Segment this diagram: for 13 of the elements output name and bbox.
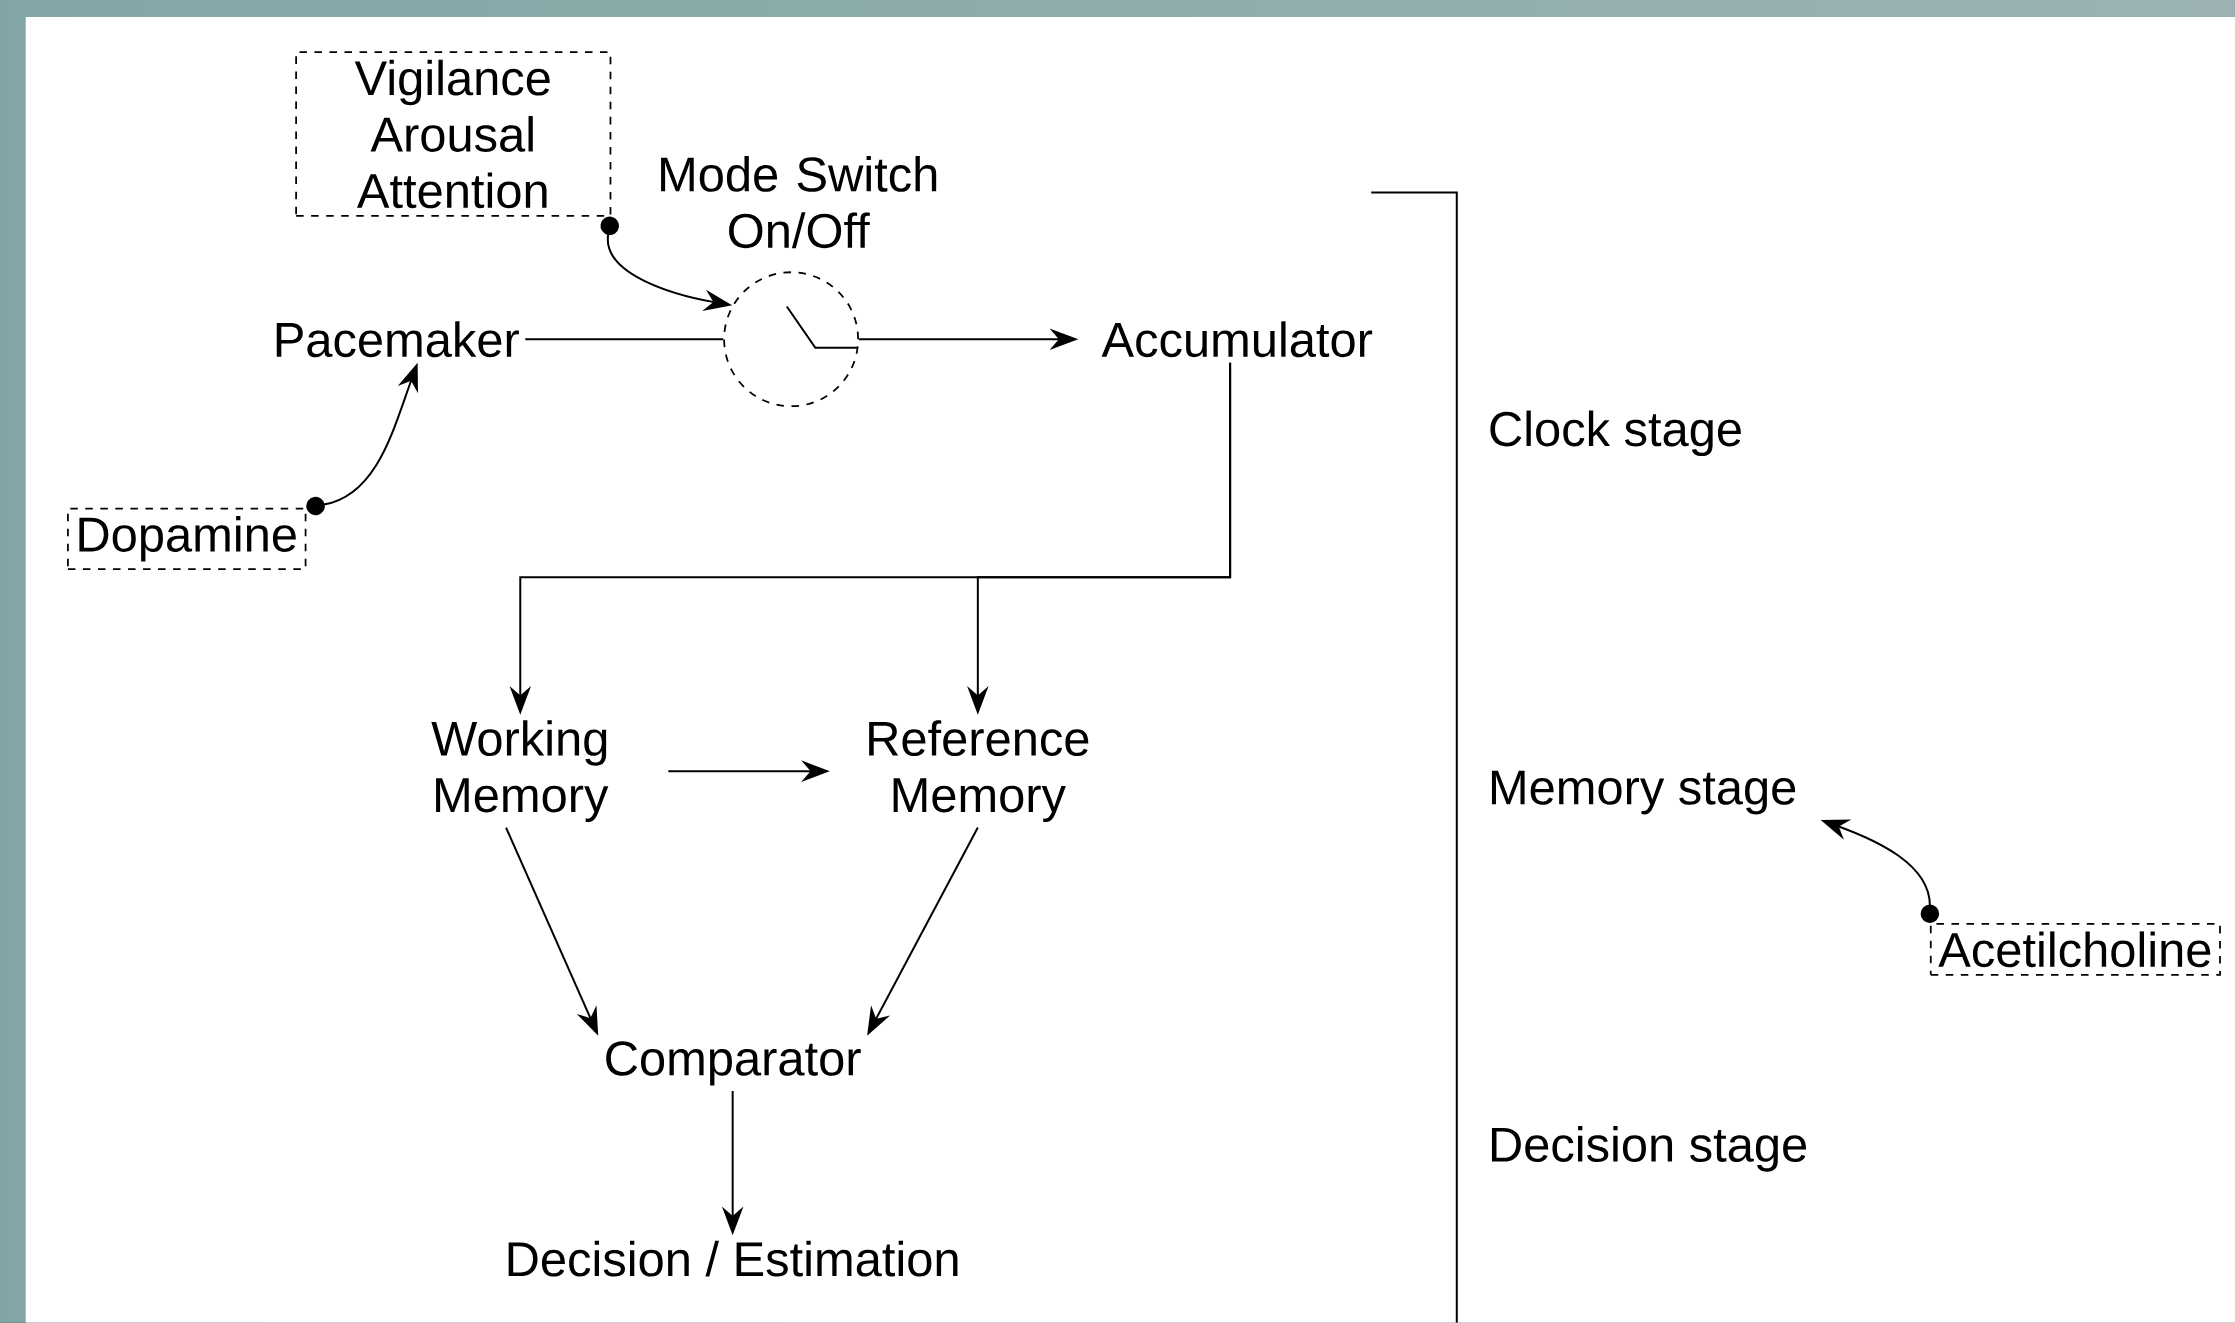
stage-label: Clock stage [1490, 410, 1741, 457]
label-text: Reference Memory [869, 720, 1089, 823]
stage-label: Memory stage [1491, 770, 1796, 815]
label-text: Decision / Estimation [508, 1240, 958, 1277]
dashed-box: Vigilance Arousal Attention [295, 51, 612, 217]
label-text: Pacemaker [276, 321, 519, 358]
stage-label: Decision stage [1491, 1126, 1807, 1172]
dashed-box: Dopamine [67, 507, 307, 571]
dashed-box: Acetilcholine [1929, 923, 2221, 976]
label-text: Mode Switch On/Off [661, 156, 937, 249]
label-text: Working Memory [431, 720, 609, 823]
label-text: Comparator [606, 1041, 861, 1086]
label-text: Accumulator [1101, 321, 1373, 358]
